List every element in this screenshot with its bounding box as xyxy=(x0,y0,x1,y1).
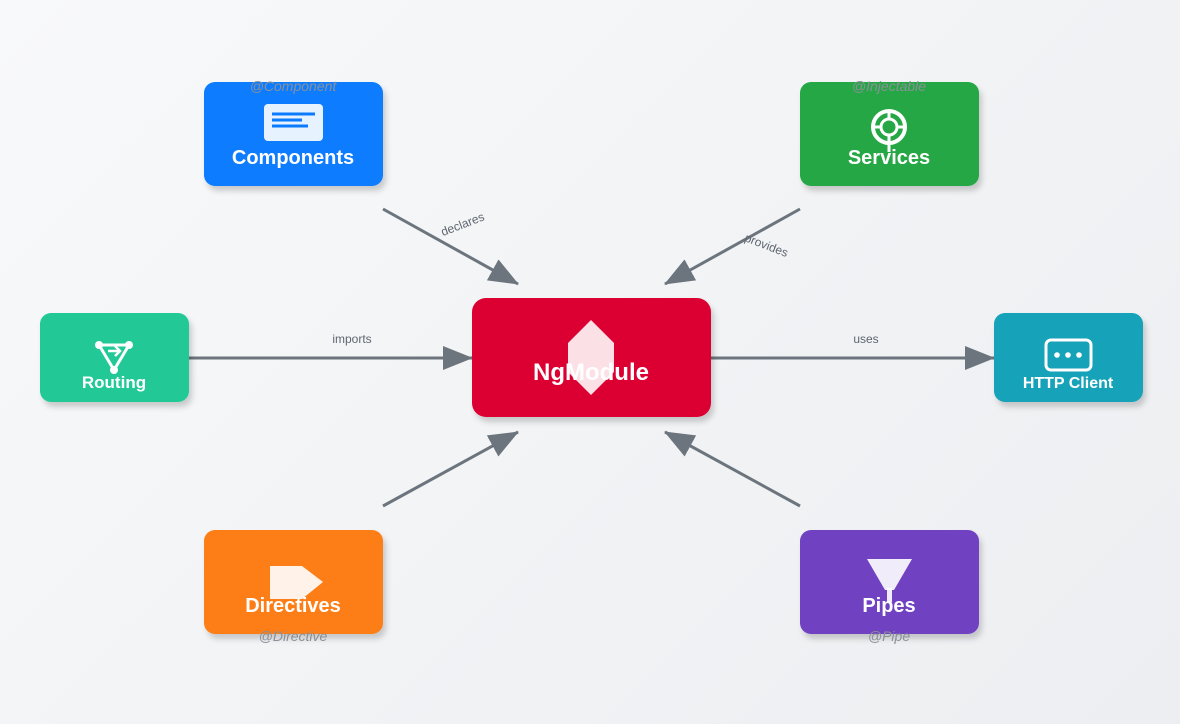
chat-bubble-icon xyxy=(1044,338,1093,372)
ngmodule-title: NgModule xyxy=(533,359,649,386)
routing-title: Routing xyxy=(82,373,146,392)
node-components[interactable]: Components @Component xyxy=(204,78,383,186)
components-decorator: @Component xyxy=(250,78,338,94)
node-http-client[interactable]: HTTP Client xyxy=(994,313,1143,402)
edge-label-imports: imports xyxy=(332,332,371,346)
node-directives[interactable]: Directives @Directive xyxy=(204,530,383,644)
edge-line xyxy=(664,207,801,286)
edge-services-provides: provides xyxy=(664,207,801,286)
angular-diamond-icon xyxy=(568,320,614,395)
edge-directives xyxy=(382,430,519,508)
http-client-title: HTTP Client xyxy=(1023,375,1114,392)
node-pipes[interactable]: Pipes @Pipe xyxy=(800,530,979,644)
node-services[interactable]: Services @Injectable xyxy=(800,78,979,186)
directives-decorator: @Directive xyxy=(259,628,328,644)
funnel-icon xyxy=(867,559,912,602)
card-lines-icon xyxy=(264,104,323,141)
edge-label-uses: uses xyxy=(853,332,878,346)
edge-components-declares: declares xyxy=(382,207,519,286)
arrow-sign-icon xyxy=(270,566,323,599)
services-title: Services xyxy=(848,147,930,169)
edge-line xyxy=(664,430,801,508)
edge-label-declares: declares xyxy=(439,210,486,239)
services-decorator: @Injectable xyxy=(852,78,926,94)
pipes-title: Pipes xyxy=(862,595,915,617)
pipes-decorator: @Pipe xyxy=(868,628,910,644)
edge-label-provides: provides xyxy=(743,231,790,260)
lifebuoy-icon xyxy=(871,109,907,152)
node-routing[interactable]: Routing xyxy=(40,313,189,402)
edge-routing-imports: imports xyxy=(189,332,473,370)
directives-title: Directives xyxy=(245,595,341,617)
components-title: Components xyxy=(232,147,354,169)
edge-ngmodule-uses: uses xyxy=(711,332,995,370)
node-ngmodule[interactable]: NgModule xyxy=(472,298,711,417)
edge-line xyxy=(382,430,519,508)
route-graph-icon xyxy=(95,341,133,374)
routing-box xyxy=(40,313,189,402)
edge-line xyxy=(382,207,519,286)
edge-pipes xyxy=(664,430,801,508)
